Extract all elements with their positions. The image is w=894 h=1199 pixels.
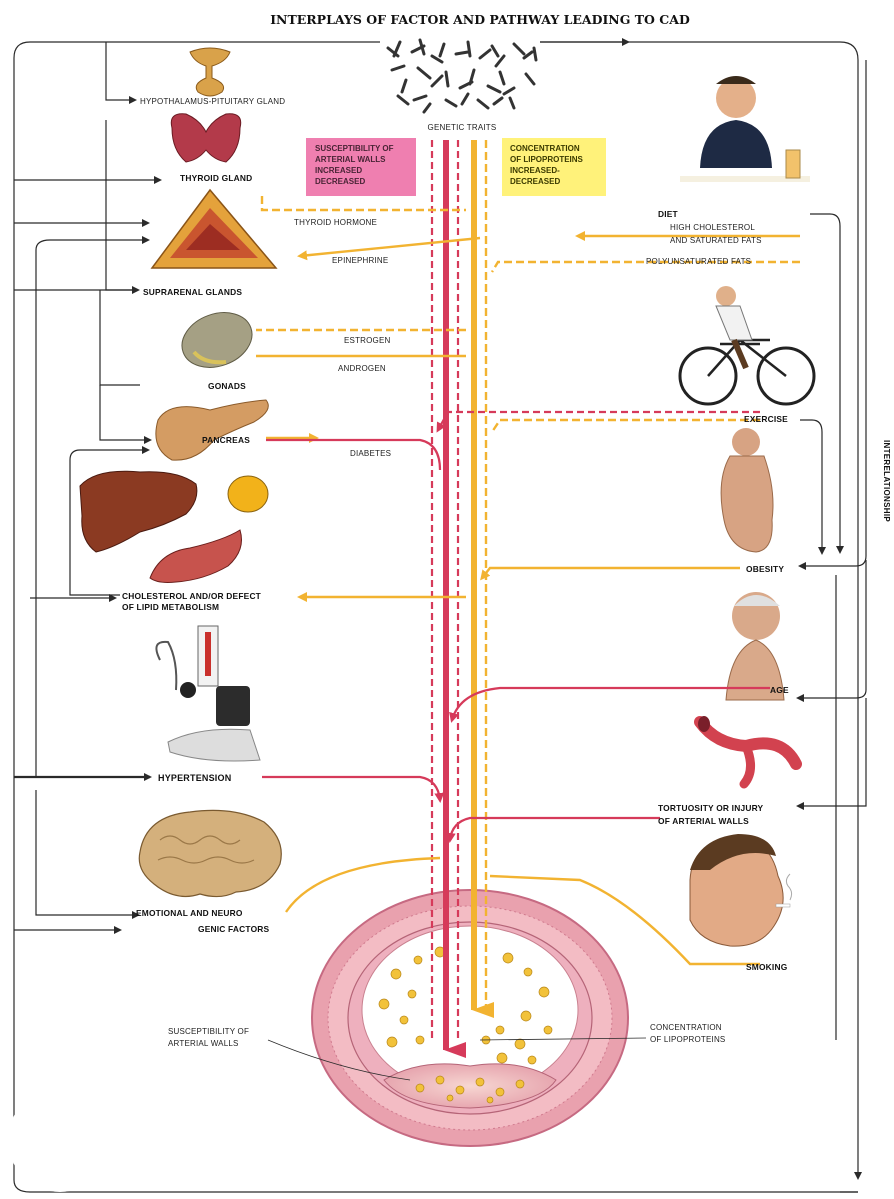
tortuosity-label-1: TORTUOSITY OR INJURY — [658, 803, 764, 813]
svg-text:SUSCEPTIBILITY OF: SUSCEPTIBILITY OF — [315, 144, 394, 153]
emotional-label-2: GENIC FACTORS — [198, 924, 270, 934]
obese-man-illustration — [721, 428, 773, 552]
brain-illustration — [139, 810, 281, 896]
artery-susceptibility-label-1: SUSCEPTIBILITY OF — [168, 1027, 249, 1036]
thyroid-illustration — [171, 114, 240, 162]
diabetes-label: DIABETES — [350, 449, 391, 458]
svg-text:INCREASED: INCREASED — [315, 166, 362, 175]
artery-concentration-label-1: CONCENTRATION — [650, 1023, 722, 1032]
diet-label: DIET — [658, 209, 679, 219]
svg-text:CONCENTRATION: CONCENTRATION — [510, 144, 580, 153]
susceptibility-box: SUSCEPTIBILITY OF ARTERIAL WALLS INCREAS… — [306, 138, 416, 196]
epinephrine-label: EPINEPHRINE — [332, 256, 388, 265]
pancreas-label: PANCREAS — [202, 435, 250, 445]
artery-susceptibility-label-2: ARTERIAL WALLS — [168, 1039, 239, 1048]
hypertension-label: HYPERTENSION — [158, 773, 231, 783]
svg-text:OF LIPOPROTEINS: OF LIPOPROTEINS — [510, 155, 584, 164]
interrelationship-label: INTERELATIONSHIP — [882, 440, 891, 522]
blank-corner — [8, 1088, 112, 1192]
thyroid-hormone-label: THYROID HORMONE — [294, 218, 377, 227]
poly-label: POLYUNSATURATED FATS — [646, 257, 751, 266]
suprarenal-label: SUPRARENAL GLANDS — [143, 287, 242, 297]
diagram-title: INTERPLAYS OF FACTOR AND PATHWAY LEADING… — [270, 12, 690, 27]
gonads-label: GONADS — [208, 381, 246, 391]
man-eating-illustration — [680, 76, 810, 182]
emotional-label-1: EMOTIONAL AND NEURO — [136, 908, 243, 918]
cholesterol-label-2: OF LIPID METABOLISM — [122, 602, 219, 612]
svg-text:INCREASED-: INCREASED- — [510, 166, 560, 175]
smoking-label: SMOKING — [746, 962, 787, 972]
cholesterol-label-1: CHOLESTEROL AND/OR DEFECT — [122, 591, 262, 601]
thyroid-label: THYROID GLAND — [180, 173, 252, 183]
svg-text:DECREASED: DECREASED — [315, 177, 365, 186]
androgen-label: ANDROGEN — [338, 364, 386, 373]
lipoprotein-box: CONCENTRATION OF LIPOPROTEINS INCREASED-… — [502, 138, 606, 196]
artery-concentration-label-2: OF LIPOPROTEINS — [650, 1035, 725, 1044]
diet-label-1: HIGH CHOLESTEROL — [670, 223, 755, 232]
estrogen-label: ESTROGEN — [344, 336, 391, 345]
elderly-man-illustration — [726, 592, 784, 700]
exercise-label: EXERCISE — [744, 414, 788, 424]
svg-text:ARTERIAL WALLS: ARTERIAL WALLS — [315, 155, 386, 164]
pancreas-illustration — [156, 400, 268, 460]
genetic-traits-label: GENETIC TRAITS — [428, 123, 497, 132]
tortuosity-label-2: OF ARTERIAL WALLS — [658, 816, 749, 826]
tortuous-artery-illustration — [698, 716, 796, 784]
diet-label-2: AND SATURATED FATS — [670, 236, 762, 245]
gonad-illustration — [174, 303, 259, 376]
blood-pressure-illustration — [156, 626, 260, 761]
artery-cross-section — [312, 890, 628, 1146]
svg-text:DECREASED: DECREASED — [510, 177, 560, 186]
pituitary-illustration — [190, 48, 230, 96]
liver-illustration — [80, 471, 268, 582]
suprarenal-illustration — [152, 190, 276, 268]
cyclist-illustration — [680, 286, 814, 404]
hypothalamus-label: HYPOTHALAMUS-PITUITARY GLAND — [140, 97, 285, 106]
chromosomes-illustration — [388, 40, 536, 112]
obesity-label: OBESITY — [746, 564, 784, 574]
age-label: AGE — [770, 685, 789, 695]
smoking-man-illustration — [690, 834, 792, 946]
